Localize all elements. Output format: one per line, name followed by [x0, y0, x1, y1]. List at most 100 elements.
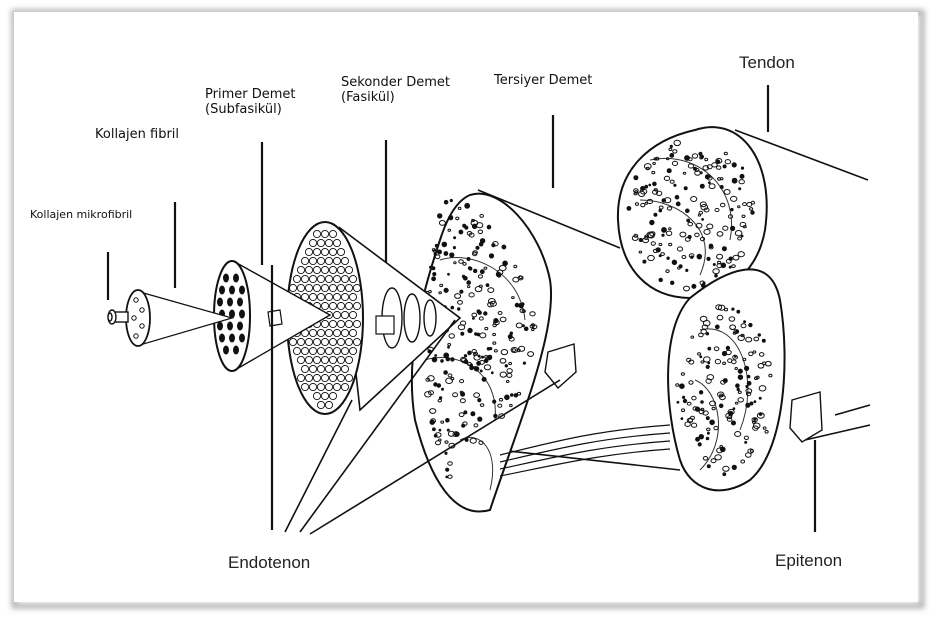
tendon-dot: [659, 209, 662, 212]
tendon-dot: [737, 310, 740, 313]
tendon-dot: [746, 403, 750, 407]
tertiary-dot: [496, 272, 500, 276]
tendon-dot: [713, 264, 715, 266]
tendon-dot: [706, 333, 708, 335]
tendon-dot: [750, 402, 753, 405]
tendon-dot: [694, 167, 697, 170]
tendon-dot: [674, 184, 676, 186]
tendon-dot: [733, 408, 735, 410]
tendon-dot: [732, 421, 736, 425]
tertiary-dot: [432, 267, 435, 270]
tendon-dot: [723, 165, 726, 168]
tendon-dot: [745, 366, 749, 370]
tertiary-dot: [433, 428, 436, 431]
label-kollajen-mikrofibril: Kollajen mikrofibril: [30, 209, 132, 222]
tendon-dot: [708, 347, 711, 350]
tendon-dot: [634, 176, 638, 180]
tertiary-dot: [446, 468, 449, 471]
tendon-dot: [670, 145, 672, 147]
tendon-dot: [679, 265, 682, 268]
primary-fibril-hole: [229, 334, 235, 343]
tendon-dot: [700, 184, 704, 188]
tendon-dot: [732, 178, 737, 183]
tertiary-dot: [492, 244, 495, 247]
tertiary-dot: [502, 245, 506, 249]
tendon-dot: [667, 257, 669, 259]
tendon-dot: [741, 167, 743, 169]
tendon-dot: [744, 321, 746, 323]
tertiary-dot: [467, 258, 470, 261]
tertiary-dot: [438, 250, 442, 254]
tendon-dot: [707, 432, 709, 434]
tendon-dot: [729, 266, 731, 268]
tertiary-dot: [505, 365, 507, 367]
tendon-dot: [706, 417, 709, 420]
tertiary-dot: [451, 358, 454, 361]
tendon-dot: [643, 260, 646, 263]
tendon-dot: [758, 334, 760, 336]
primary-fibril-hole: [229, 286, 235, 295]
tendon-dot: [649, 184, 651, 186]
tertiary-dot: [478, 417, 482, 421]
tertiary-dot: [511, 394, 514, 397]
tendon-dot: [662, 234, 664, 236]
fibril-hole: [132, 316, 136, 320]
tendon-dot: [687, 219, 690, 222]
tendon-dot: [739, 188, 741, 190]
primary-fibril-hole: [223, 274, 229, 283]
tertiary-dot: [450, 253, 454, 257]
fibril-hole: [134, 334, 138, 338]
tertiary-dot: [430, 266, 432, 268]
tendon-dot: [645, 185, 648, 188]
tertiary-dot: [503, 261, 508, 266]
tendon-dot: [662, 228, 667, 233]
tertiary-dot: [461, 332, 464, 335]
tendon-dot: [701, 401, 704, 404]
tendon-dot: [701, 155, 704, 158]
tendon-dot: [702, 219, 704, 221]
tertiary-dot: [480, 370, 482, 372]
tertiary-dot: [471, 412, 475, 416]
primary-bundle-flag: [268, 310, 282, 326]
tendon-dot: [686, 269, 688, 271]
tendon-dot: [754, 418, 756, 420]
tendon-dot: [653, 182, 657, 186]
primary-fibril-hole: [227, 322, 233, 331]
tertiary-dot: [448, 273, 450, 275]
tertiary-dot: [458, 308, 460, 310]
tertiary-dot: [464, 277, 467, 280]
tendon-dot: [639, 238, 642, 241]
tertiary-dot: [460, 290, 463, 293]
tertiary-dot: [464, 355, 466, 357]
tertiary-dot: [446, 419, 450, 423]
tendon-dot: [700, 356, 702, 358]
tendon-dot: [720, 186, 723, 189]
tendon-dot: [715, 274, 718, 277]
tendon-dot: [683, 399, 686, 402]
tendon-dot: [738, 369, 742, 373]
tertiary-dot: [448, 346, 450, 348]
tertiary-dot: [474, 269, 477, 272]
tendon-dot: [751, 211, 754, 214]
tertiary-dot: [482, 356, 484, 358]
tendon-dot: [726, 346, 729, 349]
tendon-dot: [749, 323, 752, 326]
tertiary-dot: [484, 312, 487, 315]
tertiary-dot: [442, 242, 447, 247]
tendon-dot: [700, 172, 702, 174]
tertiary-dot: [482, 377, 486, 381]
tertiary-dot: [441, 360, 444, 363]
primary-fibril-hole: [239, 334, 245, 343]
tendon-dot: [667, 169, 671, 173]
tertiary-dot: [478, 355, 480, 357]
primary-fibril-hole: [219, 334, 225, 343]
label-primer-demet-line1: Primer Demet: [205, 88, 295, 103]
label-tersiyer-demet: Tersiyer Demet: [494, 74, 592, 89]
fibril-hole: [140, 308, 144, 312]
tendon-dot: [706, 365, 709, 368]
primary-fibril-hole: [233, 346, 239, 355]
tendon-dot: [715, 325, 719, 329]
tertiary-dot: [467, 281, 471, 285]
label-kollajen-fibril: Kollajen fibril: [95, 128, 179, 143]
tertiary-dot: [437, 384, 441, 388]
